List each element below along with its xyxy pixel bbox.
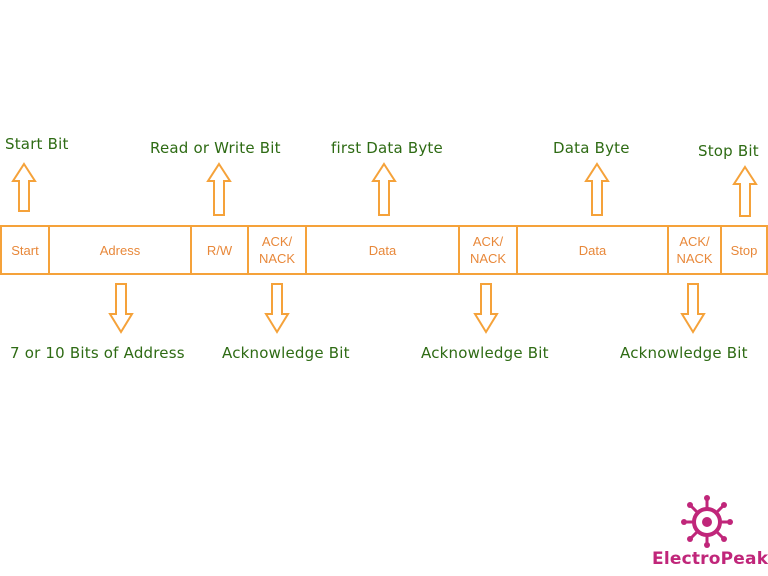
start-cell: Start (11, 242, 39, 258)
up-arrow-icon (371, 162, 397, 216)
electropeak-gear-icon (681, 495, 733, 548)
acknowledge-bit-label: Acknowledge Bit (222, 344, 350, 362)
ack-nack-cell: ACK/ NACK (469, 234, 507, 266)
electropeak-logo: ElectroPeak (652, 549, 768, 569)
down-arrow-icon (473, 283, 499, 334)
up-arrow-icon (732, 165, 758, 217)
data-cell: Data (368, 242, 397, 258)
address-cell: Adress (99, 242, 141, 258)
up-arrow-icon (11, 162, 37, 212)
first-data-byte-label: first Data Byte (331, 139, 443, 157)
data-cell: Data (578, 242, 607, 258)
stop-bit-label: Stop Bit (698, 142, 759, 160)
acknowledge-bit-label: Acknowledge Bit (620, 344, 748, 362)
rw-cell: R/W (206, 242, 233, 258)
read-write-bit-label: Read or Write Bit (150, 139, 281, 157)
i2c-frame: Start Adress R/W ACK/ NACK Data ACK/ NAC… (0, 226, 768, 274)
up-arrow-icon (584, 162, 610, 216)
up-arrow-icon (206, 162, 232, 216)
down-arrow-icon (264, 283, 290, 334)
address-bits-label: 7 or 10 Bits of Address (10, 344, 185, 362)
start-bit-label: Start Bit (5, 135, 69, 153)
ack-nack-cell: ACK/ NACK (258, 234, 296, 266)
data-byte-label: Data Byte (553, 139, 630, 157)
down-arrow-icon (108, 283, 134, 334)
acknowledge-bit-label: Acknowledge Bit (421, 344, 549, 362)
stop-cell: Stop (730, 242, 758, 258)
ack-nack-cell: ACK/ NACK (676, 234, 713, 266)
frame-border (0, 225, 768, 275)
down-arrow-icon (680, 283, 706, 334)
